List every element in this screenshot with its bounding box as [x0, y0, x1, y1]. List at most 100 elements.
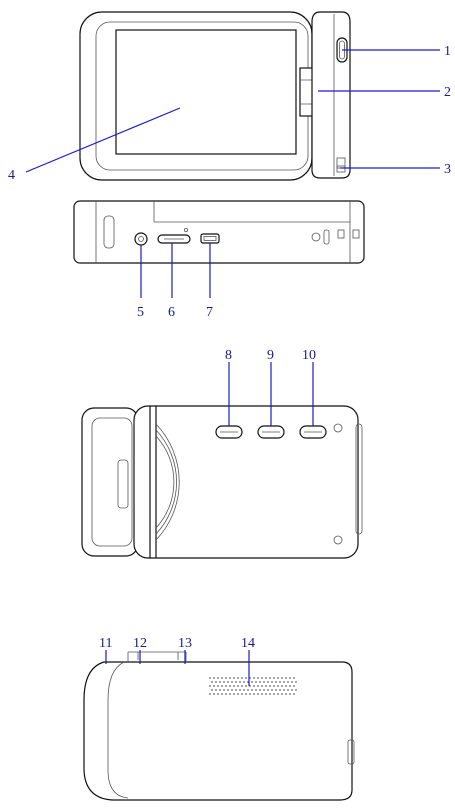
grille-dot — [281, 677, 283, 679]
grille-dot — [273, 677, 275, 679]
grille-dot — [221, 685, 223, 687]
grille-dot — [241, 677, 243, 679]
grille-dot — [235, 681, 237, 683]
grille-dot — [285, 685, 287, 687]
callout-6: 6 — [168, 305, 175, 320]
grille-dot — [295, 689, 297, 691]
grille-dot — [215, 689, 217, 691]
grille-dot — [251, 689, 253, 691]
grille-dot — [277, 677, 279, 679]
grille-dot — [265, 677, 267, 679]
grille-dot — [229, 693, 231, 695]
callout-7: 7 — [206, 305, 213, 320]
grille-dot — [285, 693, 287, 695]
grille-dot — [263, 681, 265, 683]
callout-labels: 1 2 3 4 5 6 7 8 9 10 11 12 13 14 — [8, 44, 451, 651]
callout-4: 4 — [8, 168, 15, 183]
grille-dot — [261, 693, 263, 695]
grille-dot — [227, 681, 229, 683]
grille-dot — [243, 689, 245, 691]
callout-3: 3 — [444, 162, 451, 177]
grille-dot — [259, 689, 261, 691]
lens-housing — [81, 407, 139, 557]
grille-dot — [287, 689, 289, 691]
grille-dot — [277, 685, 279, 687]
grille-dot — [209, 685, 211, 687]
grille-dot — [253, 685, 255, 687]
callout-2: 2 — [444, 85, 451, 100]
grille-dot — [293, 693, 295, 695]
callout-11: 11 — [99, 636, 112, 651]
speaker-grille — [209, 677, 297, 695]
grille-dot — [279, 681, 281, 683]
grille-dot — [259, 681, 261, 683]
grille-dot — [217, 677, 219, 679]
grille-dot — [275, 681, 277, 683]
grille-dot — [211, 681, 213, 683]
grille-dot — [225, 693, 227, 695]
grille-dot — [265, 693, 267, 695]
lcd-panel-frame — [79, 11, 313, 181]
grille-dot — [223, 689, 225, 691]
grille-dot — [221, 677, 223, 679]
callout-9: 9 — [267, 348, 274, 363]
grille-dot — [281, 685, 283, 687]
grille-dot — [293, 685, 295, 687]
view-front — [83, 651, 355, 801]
callout-1: 1 — [444, 44, 451, 59]
grille-dot — [245, 685, 247, 687]
grille-dot — [283, 681, 285, 683]
callout-10: 10 — [302, 348, 316, 363]
grille-dot — [293, 677, 295, 679]
grille-dot — [273, 685, 275, 687]
grille-dot — [219, 681, 221, 683]
callout-14: 14 — [241, 636, 255, 651]
grille-dot — [223, 681, 225, 683]
screen-curve — [155, 423, 180, 541]
grille-dot — [281, 693, 283, 695]
grille-dot — [289, 677, 291, 679]
grille-dot — [243, 681, 245, 683]
grille-dot — [279, 689, 281, 691]
grille-dot — [235, 689, 237, 691]
grille-dot — [253, 693, 255, 695]
view-top-closed — [81, 405, 363, 559]
grille-dot — [225, 685, 227, 687]
grille-dot — [275, 689, 277, 691]
front-body — [83, 661, 353, 801]
grille-dot — [219, 689, 221, 691]
grille-dot — [245, 677, 247, 679]
callout-12: 12 — [133, 636, 147, 651]
top-body — [133, 405, 359, 559]
grille-dot — [291, 689, 293, 691]
callout-5: 5 — [137, 305, 144, 320]
callout-8: 8 — [225, 348, 232, 363]
grille-dot — [269, 693, 271, 695]
camera-body-side — [311, 11, 351, 179]
grille-dot — [255, 681, 257, 683]
grille-dot — [241, 693, 243, 695]
grille-dot — [217, 685, 219, 687]
view-lcd-open — [79, 11, 351, 181]
grille-dot — [273, 693, 275, 695]
grille-dot — [257, 693, 259, 695]
grille-dot — [291, 681, 293, 683]
grille-dot — [245, 693, 247, 695]
grille-dot — [271, 681, 273, 683]
grille-dot — [249, 693, 251, 695]
view-bottom — [73, 200, 365, 264]
grille-dot — [265, 685, 267, 687]
bottom-body — [73, 200, 365, 264]
grille-dot — [257, 685, 259, 687]
grille-dot — [231, 689, 233, 691]
leader-lines — [25, 49, 440, 686]
grille-dot — [233, 677, 235, 679]
grille-dot — [213, 685, 215, 687]
grille-dot — [267, 689, 269, 691]
grille-dot — [295, 681, 297, 683]
callout-13: 13 — [178, 636, 192, 651]
grille-dot — [269, 677, 271, 679]
grille-dot — [237, 677, 239, 679]
